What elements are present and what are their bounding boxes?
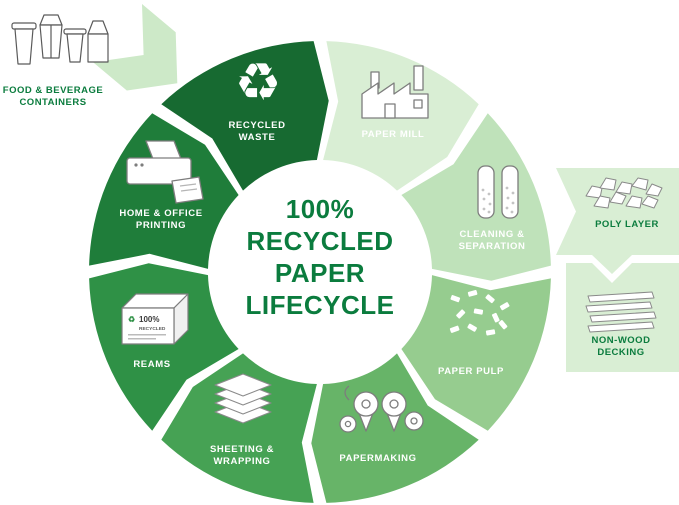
- segment-label-reams: REAMS: [133, 359, 170, 370]
- printer-buttons: [134, 163, 144, 167]
- center-title-line4: LIFECYCLE: [246, 290, 395, 320]
- non-wood-decking-label-line2: DECKING: [597, 347, 644, 358]
- segment-paper-pulp: [401, 275, 551, 431]
- center-title-line3: PAPER: [275, 258, 365, 288]
- segment-sheeting-wrapping: [161, 353, 317, 503]
- paper-mill-icon: [361, 65, 429, 119]
- sheeting-wrapping-icon: [214, 373, 272, 424]
- center-title: 100% RECYCLED PAPER LIFECYCLE: [246, 194, 395, 320]
- poly-layer-icon: [585, 177, 663, 209]
- ream-box-subtitle: RECYCLED: [139, 326, 166, 332]
- printer-output-lines: [179, 183, 198, 192]
- food-beverage-label-line2: CONTAINERS: [19, 97, 86, 108]
- recycle-icon: ♻: [235, 54, 282, 112]
- segment-label-recycled-waste-2: WASTE: [239, 132, 276, 143]
- segment-label-paper-mill: PAPER MILL: [362, 129, 425, 140]
- segment-label-cleaning-1: CLEANING &: [459, 229, 524, 240]
- segment-label-home-office-1: HOME & OFFICE: [119, 208, 202, 219]
- poly-layer-label: POLY LAYER: [595, 219, 659, 230]
- food-beverage-containers-icon: [11, 14, 109, 65]
- papermaking-icon: [339, 385, 424, 433]
- segment-label-sheeting-2: WRAPPING: [213, 456, 270, 467]
- paper-pulp-icon: [449, 289, 510, 336]
- ream-box-textlines: [128, 334, 166, 340]
- non-wood-decking-icon: [585, 291, 657, 333]
- center-title-line1: 100%: [286, 194, 355, 224]
- segment-recycled-waste: [161, 41, 329, 191]
- segment-label-sheeting-1: SHEETING &: [210, 444, 274, 455]
- segment-home-office-printing: [89, 113, 239, 269]
- non-wood-decking-label-line1: NON-WOOD: [592, 335, 651, 346]
- food-beverage-label-line1: FOOD & BEVERAGE: [3, 85, 103, 96]
- ream-box-title: 100%: [139, 315, 159, 324]
- segment-cleaning-separation: [401, 113, 551, 281]
- segment-label-recycled-waste-1: RECYCLED: [228, 120, 285, 131]
- center-title-line2: RECYCLED: [246, 226, 393, 256]
- segment-label-home-office-2: PRINTING: [136, 220, 186, 231]
- cleaning-separation-icon: [477, 165, 519, 219]
- segment-label-cleaning-2: SEPARATION: [459, 241, 526, 252]
- segment-label-papermaking: PAPERMAKING: [339, 453, 416, 464]
- lifecycle-wheel: [89, 41, 551, 503]
- segment-label-paper-pulp: PAPER PULP: [438, 366, 504, 377]
- inflow-arrow: [93, 4, 178, 91]
- ream-recycle-glyph: ♻: [128, 315, 135, 324]
